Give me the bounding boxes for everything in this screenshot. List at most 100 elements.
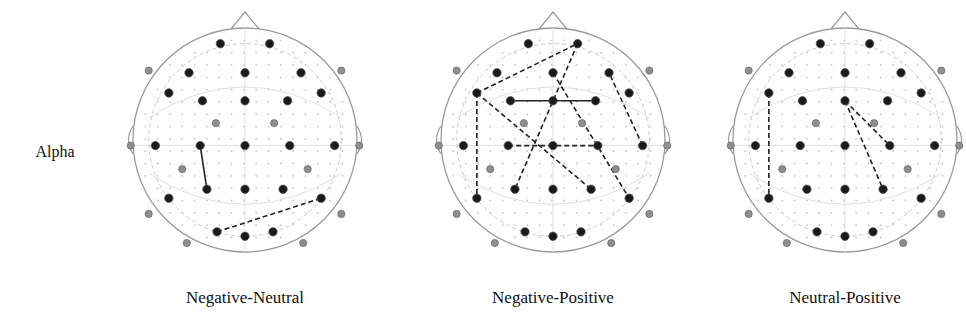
grid-dot xyxy=(806,237,808,239)
grid-dot xyxy=(268,187,270,189)
grid-dot xyxy=(563,39,565,41)
reference-electrode xyxy=(300,239,307,246)
grid-dot xyxy=(781,89,783,91)
electrode xyxy=(317,89,325,97)
grid-dot xyxy=(268,64,270,66)
grid-dot xyxy=(502,101,504,103)
grid-dot xyxy=(502,150,504,152)
grid-dot xyxy=(539,163,541,165)
grid-dot xyxy=(757,126,759,128)
reference-electrode xyxy=(646,67,653,74)
nose-outline xyxy=(231,12,259,29)
grid-dot xyxy=(576,224,578,226)
grid-dot xyxy=(892,113,894,115)
grid-dot xyxy=(868,212,870,214)
grid-dot xyxy=(588,126,590,128)
midline xyxy=(245,28,246,252)
grid-dot xyxy=(539,212,541,214)
connectivity-line xyxy=(553,73,629,198)
grid-dot xyxy=(305,76,307,78)
grid-dot xyxy=(489,126,491,128)
grid-dot xyxy=(892,101,894,103)
grid-dot xyxy=(781,187,783,189)
ear-outline xyxy=(437,126,442,154)
grid-dot xyxy=(613,224,615,226)
head-map xyxy=(127,12,363,252)
electrode xyxy=(330,141,338,149)
grid-dot xyxy=(794,175,796,177)
grid-dot xyxy=(280,39,282,41)
grid-dot xyxy=(892,212,894,214)
grid-dot xyxy=(231,150,233,152)
electrode xyxy=(917,89,925,97)
reference-electrode xyxy=(145,210,152,217)
grid-dot xyxy=(563,200,565,202)
grid-dot xyxy=(194,212,196,214)
grid-dot xyxy=(292,138,294,140)
ear-outline xyxy=(129,126,134,154)
grid-dot xyxy=(477,64,479,66)
electrode xyxy=(203,185,211,193)
grid-dot xyxy=(563,187,565,189)
grid-dot xyxy=(563,52,565,54)
grid-dot xyxy=(905,89,907,91)
grid-dot xyxy=(255,237,257,239)
grid-dot xyxy=(280,64,282,66)
grid-dot xyxy=(637,187,639,189)
grid-dot xyxy=(489,138,491,140)
grid-dot xyxy=(892,89,894,91)
grid-dot xyxy=(818,64,820,66)
reference-electrode xyxy=(956,142,963,149)
reference-electrode xyxy=(127,142,134,149)
grid-dot xyxy=(231,101,233,103)
grid-dot xyxy=(292,113,294,115)
grid-dot xyxy=(268,237,270,239)
reference-electrode xyxy=(938,67,945,74)
grid-dot xyxy=(514,163,516,165)
grid-dot xyxy=(292,212,294,214)
grid-dot xyxy=(600,200,602,202)
grid-dot xyxy=(806,89,808,91)
grid-dot xyxy=(157,89,159,91)
electrode xyxy=(521,228,529,236)
connectivity-line xyxy=(476,93,478,198)
grid-dot xyxy=(563,113,565,115)
grid-dot xyxy=(206,113,208,115)
grid-dot xyxy=(929,138,931,140)
grid-dot xyxy=(502,138,504,140)
grid-dot xyxy=(613,200,615,202)
grid-dot xyxy=(194,163,196,165)
grid-dot xyxy=(600,52,602,54)
grid-dot xyxy=(868,187,870,189)
grid-dot xyxy=(794,187,796,189)
grid-dot xyxy=(181,187,183,189)
grid-dot xyxy=(855,101,857,103)
grid-dot xyxy=(280,175,282,177)
grid-dot xyxy=(231,89,233,91)
grid-dot xyxy=(600,89,602,91)
grid-dot xyxy=(157,200,159,202)
grid-dot xyxy=(206,175,208,177)
grid-dot xyxy=(600,126,602,128)
grid-dot xyxy=(905,76,907,78)
grid-dot xyxy=(794,150,796,152)
grid-dot xyxy=(465,138,467,140)
grid-dot xyxy=(905,212,907,214)
grid-dot xyxy=(206,237,208,239)
grid-dot xyxy=(588,76,590,78)
reference-electrode xyxy=(179,166,186,173)
grid-dot xyxy=(613,52,615,54)
grid-dot xyxy=(280,52,282,54)
grid-dot xyxy=(514,224,516,226)
grid-dot xyxy=(539,126,541,128)
grid-dot xyxy=(769,163,771,165)
grid-dot xyxy=(317,138,319,140)
grid-dot xyxy=(181,126,183,128)
grid-dot xyxy=(194,175,196,177)
grid-dot xyxy=(218,212,220,214)
condition-caption: Negative-Positive xyxy=(492,288,614,308)
grid-dot xyxy=(218,52,220,54)
electrode xyxy=(841,97,849,105)
grid-dot xyxy=(831,76,833,78)
grid-dot xyxy=(280,138,282,140)
